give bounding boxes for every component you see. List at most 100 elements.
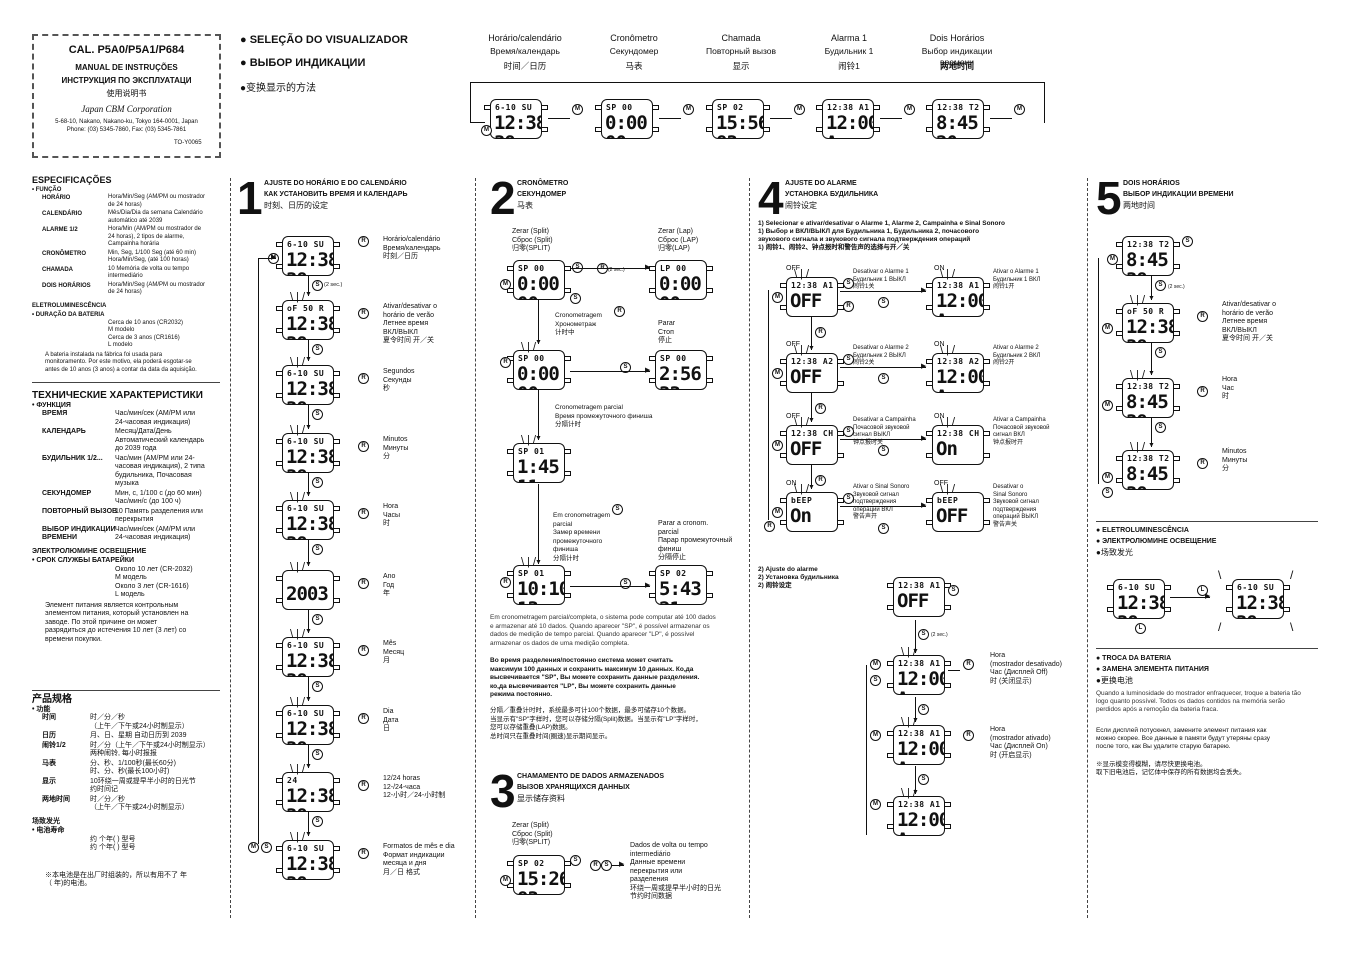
s-button[interactable]: S [1155, 347, 1166, 358]
s-button[interactable]: S [312, 409, 323, 420]
m-button[interactable]: M [1102, 472, 1113, 483]
r-button[interactable]: R [963, 659, 974, 670]
l-button[interactable]: L [1135, 623, 1146, 634]
m-button[interactable]: M [1107, 254, 1118, 265]
s-button[interactable]: S [572, 262, 583, 273]
s-button[interactable]: S [601, 860, 612, 871]
s-button[interactable]: S [918, 629, 929, 640]
mode-button[interactable]: M [1014, 104, 1025, 115]
display-line-2: OFF [790, 438, 822, 460]
display-line-2: 5:43 21 [659, 578, 702, 604]
s-button[interactable]: S [870, 675, 881, 686]
s-button[interactable]: S [843, 354, 854, 365]
r-button[interactable]: R [815, 475, 826, 486]
r-button[interactable]: R [358, 441, 369, 452]
watch-display: LP 000:00 00 [655, 260, 707, 300]
s-button[interactable]: S [843, 493, 854, 504]
r-button[interactable]: R [358, 848, 369, 859]
s-button[interactable]: S [948, 585, 959, 596]
s-button[interactable]: S [1155, 422, 1166, 433]
s-button[interactable]: S [1102, 487, 1113, 498]
s-button[interactable]: S [878, 523, 889, 534]
r-button[interactable]: R [1197, 458, 1208, 469]
s-button[interactable]: S [312, 614, 323, 625]
m-button[interactable]: M [500, 875, 511, 886]
r-button[interactable]: R [764, 521, 775, 532]
s-button[interactable]: S [570, 293, 581, 304]
r-button[interactable]: R [1197, 386, 1208, 397]
mode-button[interactable]: M [904, 104, 915, 115]
s-button[interactable]: S [312, 816, 323, 827]
m-button[interactable]: M [1102, 400, 1113, 411]
mode-button[interactable]: M [572, 104, 583, 115]
r-button[interactable]: R [358, 578, 369, 589]
r-button[interactable]: R [358, 645, 369, 656]
r-button[interactable]: R [358, 308, 369, 319]
s-button[interactable]: S [312, 749, 323, 760]
mode-button-loop[interactable]: M [481, 125, 492, 136]
m-button[interactable]: M [500, 279, 511, 290]
m-button[interactable]: M [1102, 323, 1113, 334]
watch-lug [780, 305, 787, 310]
m-button[interactable]: M [870, 730, 881, 741]
r-button[interactable]: R [590, 860, 601, 871]
r-button[interactable]: R [815, 327, 826, 338]
s-button[interactable]: S [878, 373, 889, 384]
sec4-title-ru: УСТАНОВКА БУДИЛЬНИКА [785, 191, 879, 198]
r-button[interactable]: R [963, 730, 974, 741]
m-button[interactable]: M [870, 659, 881, 670]
state-left: OFF [786, 413, 800, 420]
flash-mark: \ | / [794, 483, 810, 495]
watch-lug [706, 378, 713, 383]
watch-lug [1116, 309, 1123, 314]
r-button[interactable]: R [500, 357, 511, 368]
s-button[interactable]: S [312, 681, 323, 692]
r-button[interactable]: R [358, 508, 369, 519]
s-button[interactable]: S [878, 445, 889, 456]
r-button[interactable]: R [500, 577, 511, 588]
s-button[interactable]: S [312, 544, 323, 555]
s-button[interactable]: S [612, 504, 623, 515]
s-button[interactable]: S [878, 297, 889, 308]
mode-button[interactable]: M [683, 104, 694, 115]
s-button[interactable]: S [261, 842, 272, 853]
m-button[interactable]: M [772, 440, 783, 451]
s-button[interactable]: S [620, 362, 631, 373]
r-button[interactable]: R [358, 236, 369, 247]
r-button[interactable]: R [843, 301, 854, 312]
s-button[interactable]: S [312, 280, 323, 291]
s-button[interactable]: S [312, 344, 323, 355]
m-button[interactable]: M [772, 292, 783, 303]
m-button[interactable]: M [772, 507, 783, 518]
arrow [659, 118, 681, 119]
r-button[interactable]: R [1197, 311, 1208, 322]
spec-value: Hora/Min/Seg (AM/PM ou mostrador de 24 h… [108, 281, 206, 296]
s-button[interactable]: S [843, 278, 854, 289]
m-button[interactable]: M [248, 842, 259, 853]
s-button[interactable]: S [312, 477, 323, 488]
watch-lug [983, 359, 990, 364]
sec1-title-pt: AJUSTE DO HORÁRIO E DO CALENDÁRIO [264, 180, 407, 187]
s-button[interactable]: S [570, 855, 581, 866]
m-button[interactable]: M [772, 368, 783, 379]
r-button[interactable]: R [358, 373, 369, 384]
r-button[interactable]: R [358, 780, 369, 791]
r-button[interactable]: R [614, 306, 625, 317]
mode-button[interactable]: M [794, 104, 805, 115]
spec-battery: • 电池寿命 [32, 826, 65, 834]
s-button[interactable]: S [843, 426, 854, 437]
r-button[interactable]: R [815, 403, 826, 414]
alarm-on-label: Ativar o Alarme 1 Будильник 1 ВКЛ 闹铃1开 [993, 269, 1041, 290]
s-button[interactable]: S [1182, 236, 1193, 247]
s-button[interactable]: S [620, 578, 631, 589]
l-button[interactable]: L [1197, 585, 1208, 596]
m-button[interactable]: M [870, 799, 881, 810]
display-line-1: oF 50 R [1127, 307, 1165, 316]
s-button[interactable]: S [1155, 280, 1166, 291]
r-button[interactable]: R [358, 713, 369, 724]
s-button[interactable]: S [918, 704, 929, 715]
spec-key: DOIS HORÁRIOS [42, 282, 91, 289]
s-button[interactable]: S [918, 774, 929, 785]
specs-title: ТЕХНИЧЕСКИЕ ХАРАКТЕРИСТИКИ [32, 390, 203, 401]
watch-lug [1116, 406, 1123, 411]
